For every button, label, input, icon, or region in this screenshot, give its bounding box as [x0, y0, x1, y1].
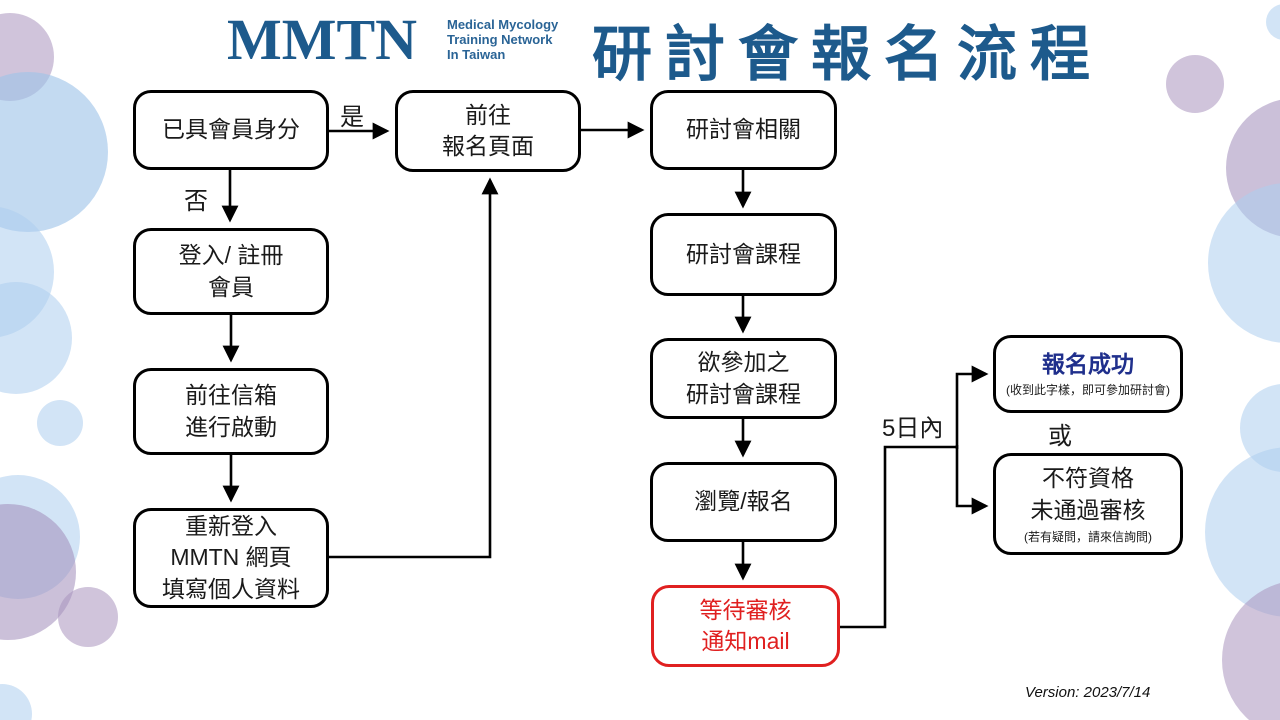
- decorative-circle: [0, 684, 32, 720]
- flow-node-mailbox-activation: 前往信箱 進行啟動: [133, 368, 329, 455]
- flow-node-not-qualified: 不符資格 未通過審核 (若有疑問，請來信詢問): [993, 453, 1183, 555]
- node-label: 前往信箱 進行啟動: [185, 382, 277, 440]
- node-note: (收到此字樣，即可參加研討會): [1006, 383, 1170, 398]
- decorative-circle: [0, 72, 108, 232]
- mmtn-logo: MMTN: [227, 7, 418, 72]
- node-label: 等待審核 通知mail: [699, 596, 792, 654]
- node-label: 報名成功: [1042, 350, 1134, 377]
- decorative-circle: [58, 587, 118, 647]
- flow-node-login-register: 登入/ 註冊 會員: [133, 228, 329, 315]
- node-label: 研討會相關: [686, 116, 801, 143]
- flow-node-registration-success: 報名成功 (收到此字樣，即可參加研討會): [993, 335, 1183, 413]
- flow-node-wait-review-mail: 等待審核 通知mail: [651, 585, 840, 667]
- node-note: (若有疑問，請來信詢問): [1024, 529, 1152, 544]
- decorative-circle: [1266, 4, 1280, 40]
- node-label: 瀏覽/報名: [694, 488, 793, 515]
- flow-node-desired-courses: 欲參加之 研討會課程: [650, 338, 837, 419]
- decorative-circle: [37, 400, 83, 446]
- node-label: 重新登入 MMTN 網頁 填寫個人資料: [162, 513, 300, 602]
- flow-node-relogin-fill-profile: 重新登入 MMTN 網頁 填寫個人資料: [133, 508, 329, 608]
- edge-label-or: 或: [1048, 423, 1072, 450]
- tagline-line: Medical Mycology: [447, 17, 559, 32]
- decorative-circle: [1208, 183, 1280, 343]
- edge-label-yes: 是: [340, 104, 364, 131]
- edge-label-no: 否: [184, 188, 208, 215]
- tagline-line: Training Network: [447, 32, 553, 47]
- edge-label-within-days: 5日內: [882, 415, 944, 442]
- node-label: 研討會課程: [686, 240, 801, 267]
- page-title: 研討會報名流程: [592, 21, 1103, 88]
- tagline-line: In Taiwan: [447, 47, 506, 62]
- decorative-circle: [1222, 580, 1280, 720]
- decorative-circle: [0, 282, 72, 394]
- version-text: Version: 2023/7/14: [1025, 684, 1151, 701]
- flow-node-seminar-courses: 研討會課程: [650, 213, 837, 296]
- node-label: 欲參加之 研討會課程: [686, 349, 801, 407]
- decorative-circle: [1166, 55, 1224, 113]
- node-label: 前往 報名頁面: [442, 101, 534, 159]
- flow-node-member-check: 已具會員身分: [133, 90, 329, 170]
- node-label: 不符資格 未通過審核: [1030, 465, 1146, 523]
- flow-node-seminar-related: 研討會相關: [650, 90, 837, 170]
- flow-node-browse-register: 瀏覽/報名: [650, 462, 837, 542]
- mmtn-logo-tagline: Medical Mycology Training Network In Tai…: [447, 17, 558, 62]
- node-label: 登入/ 註冊 會員: [178, 242, 284, 300]
- node-label: 已具會員身分: [162, 116, 300, 143]
- flow-node-goto-registration: 前往 報名頁面: [395, 90, 581, 172]
